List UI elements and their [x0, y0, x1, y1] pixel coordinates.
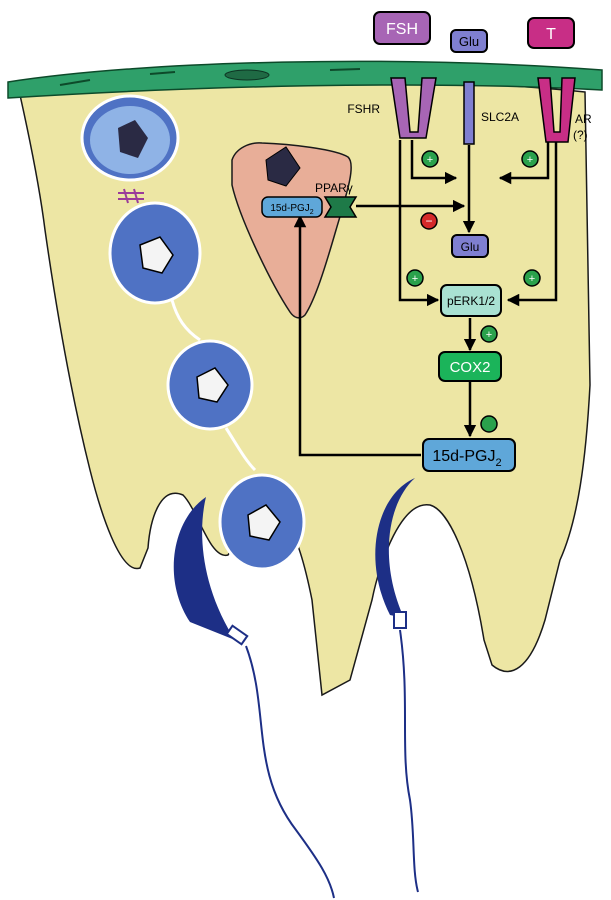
- ar-label: AR: [575, 112, 592, 126]
- minus-sign-ppar-glu-text: −: [425, 214, 432, 228]
- slc2a-label: SLC2A: [481, 110, 519, 124]
- fsh-label: FSH: [386, 21, 418, 38]
- peritubular-cell-nucleus: [225, 70, 269, 80]
- plus-sign-fshr-glu-text: +: [427, 154, 433, 166]
- t-label: T: [546, 26, 556, 43]
- plus-sign-ar-perk-text: +: [529, 273, 535, 285]
- perk-label: pERK1/2: [447, 294, 495, 308]
- pgj2-small-label-main: 15d-PGJ: [270, 203, 309, 214]
- spermatid-midpiece: [227, 626, 247, 645]
- pgj2-label-main: 15d-PGJ: [432, 448, 495, 465]
- ppar-label: PPARγ: [315, 181, 353, 195]
- cox2-label: COX2: [450, 359, 491, 376]
- pgj2-label-subscript: 2: [496, 457, 502, 469]
- glu-intracellular-label: Glu: [461, 240, 480, 254]
- spermatid-midpiece: [394, 612, 406, 628]
- plus-sign-ar-glu-text: +: [527, 154, 533, 166]
- pgj2-small-label-subscript: 2: [310, 209, 314, 216]
- plus-sign-perk-cox2-text: +: [486, 329, 492, 341]
- stimulation-marker-cox2-pgj2: [481, 416, 497, 432]
- fshr-label: FSHR: [347, 102, 380, 116]
- slc2a-receptor: [464, 82, 474, 144]
- plus-sign-fshr-perk-text: +: [412, 273, 418, 285]
- ar-uncertain-note: (?): [573, 128, 588, 142]
- glu-label: Glu: [459, 34, 479, 49]
- spermatid-tail: [400, 630, 418, 892]
